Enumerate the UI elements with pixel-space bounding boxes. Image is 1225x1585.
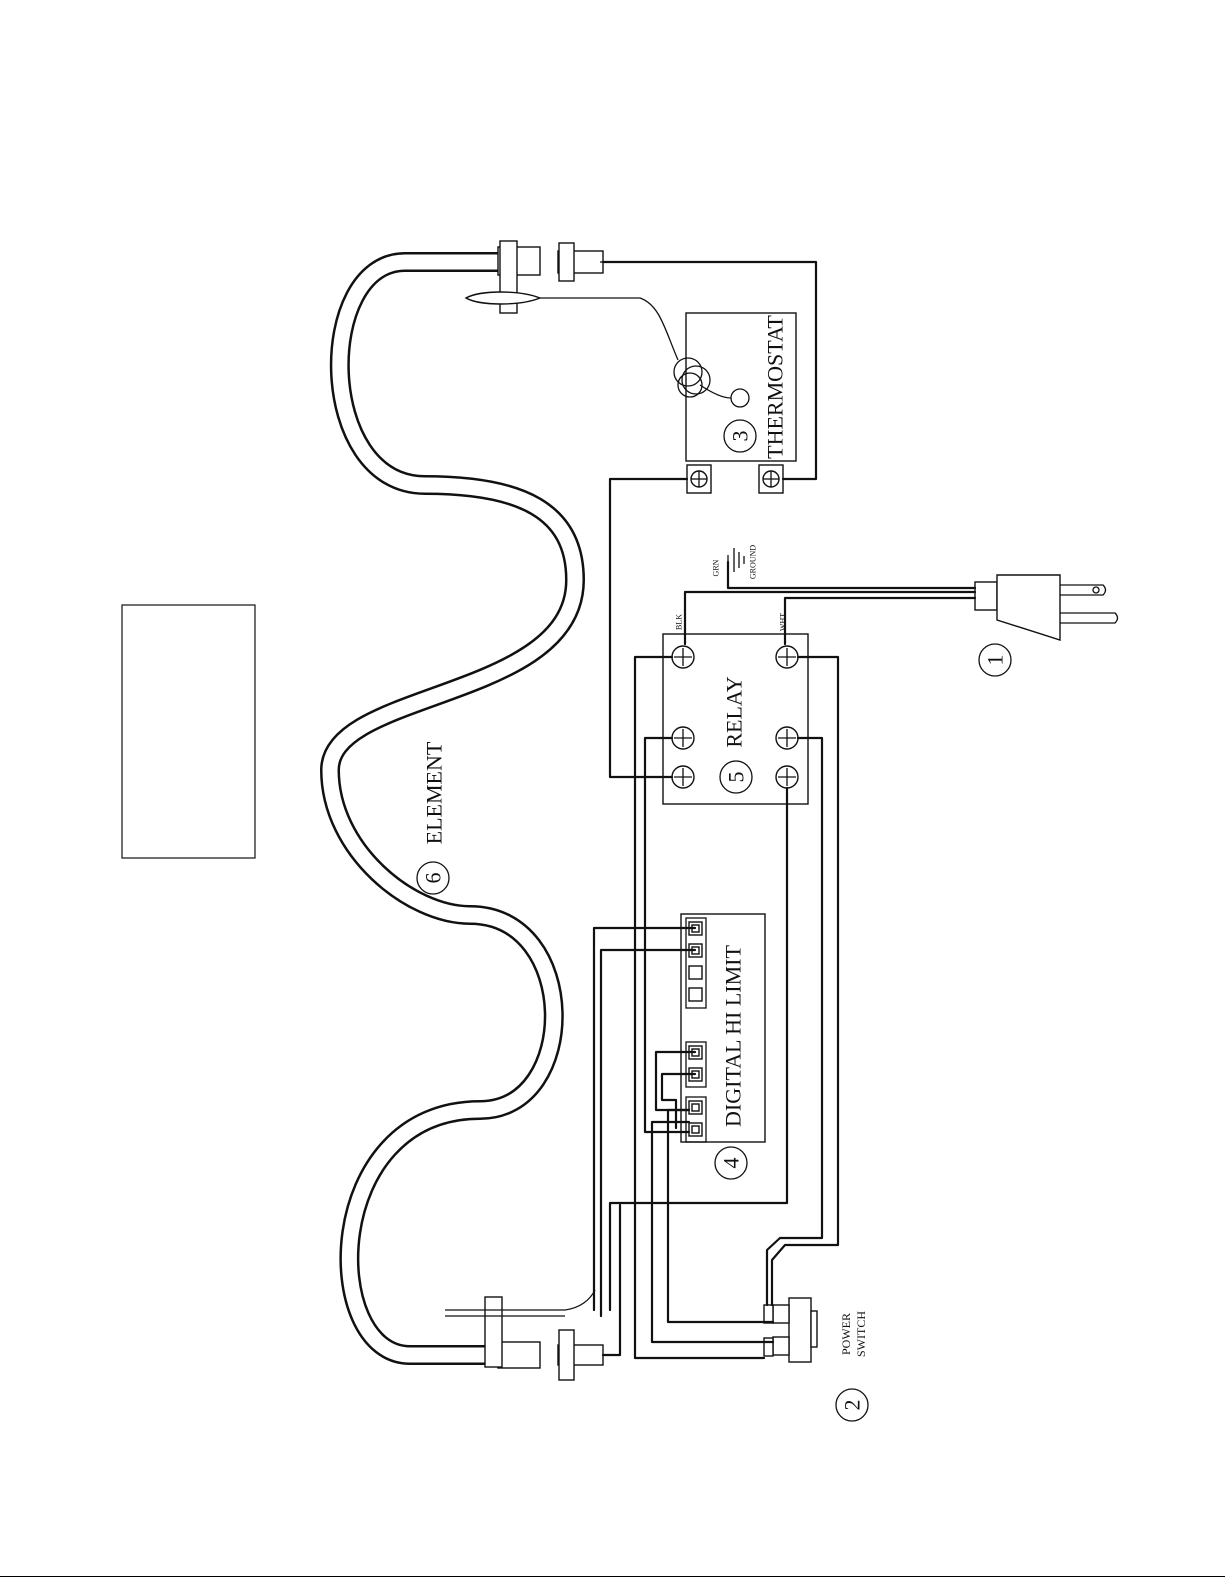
- power-switch-label-line2: SWITCH: [854, 1311, 868, 1357]
- relay-label: RELAY: [722, 676, 747, 747]
- relay-terminal: [672, 727, 694, 749]
- relay-wht-label: WHT: [779, 613, 788, 631]
- relay-number: 5: [724, 772, 749, 783]
- relay-terminal: [672, 646, 694, 668]
- power-switch-number: 2: [840, 1400, 865, 1411]
- hi-limit-number: 4: [719, 1158, 744, 1169]
- thermostat: [540, 298, 796, 493]
- ground-grn-label: GRN: [712, 559, 721, 576]
- element-top-terminal: [466, 241, 605, 313]
- element-number: 6: [421, 873, 446, 884]
- plug-number: 1: [983, 655, 1008, 666]
- power-switch-label-line1: POWER: [839, 1313, 853, 1355]
- element-bottom-terminal: [445, 1290, 603, 1380]
- page-bottom-rule: [0, 1576, 1225, 1577]
- relay-terminal: [672, 766, 694, 788]
- relay-blk-label: BLK: [675, 614, 684, 630]
- element-label: ELEMENT: [422, 741, 447, 844]
- thermostat-number: 3: [728, 431, 753, 442]
- heating-element: [330, 262, 575, 1355]
- blank-rectangle: [122, 605, 255, 858]
- relay-terminal: [776, 766, 798, 788]
- relay-terminal: [776, 727, 798, 749]
- thermostat-bulb: [466, 292, 540, 304]
- thermostat-label: THERMOSTAT: [763, 315, 788, 459]
- ground-label: GROUND: [749, 545, 758, 579]
- hi-limit-label: DIGITAL HI LIMIT: [721, 944, 746, 1126]
- relay-terminal: [776, 646, 798, 668]
